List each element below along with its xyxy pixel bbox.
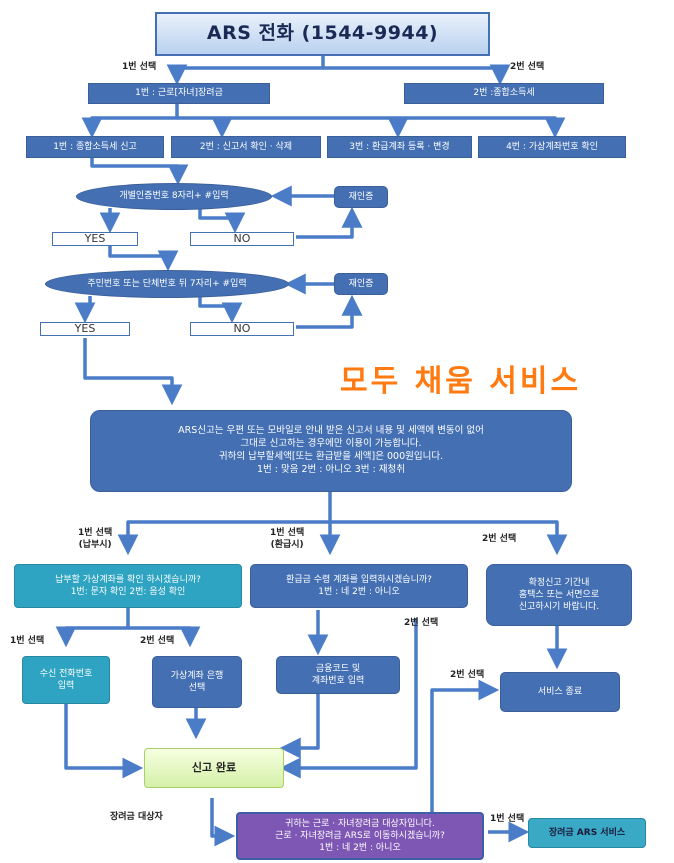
arrow-title-to-menu2 [323, 64, 511, 86]
incentive-move-box: 귀하는 근로 · 자녀장려금 대상자입니다. 근로 · 자녀장려금 ARS로 이… [236, 812, 484, 860]
sub4-box: 4번 : 가상계좌번호 확인 [478, 136, 626, 158]
label-select1-pay: 1번 선택 (납부시) [78, 528, 113, 550]
no1-box: NO [190, 232, 294, 246]
arrow-yes2-to-info [83, 338, 183, 406]
reauth1-box: 재인증 [334, 186, 388, 208]
label-select1-incentive: 1번 선택 [490, 814, 525, 824]
ars-title: ARS 전화 (1544-9944) [155, 12, 490, 56]
arrow-beneficiary-to-move [210, 798, 236, 847]
auth2-ellipse: 주민번호 또는 단체번호 뒤 7자리+ #입력 [45, 270, 289, 298]
arrow-menu1-to-sub3 [222, 116, 409, 139]
arrow-auth2-to-no2 [198, 296, 243, 324]
yes2-box: YES [40, 322, 130, 336]
menu2-box: 2번 :종합소득세 [404, 83, 604, 104]
arrow-refund2-to-done [279, 618, 418, 779]
label-select2-end: 2번 선택 [450, 670, 485, 680]
no2-box: NO [190, 322, 294, 336]
label-select2-refund: 2번 선택 [404, 618, 439, 628]
report-complete-box: 신고 완료 [144, 748, 284, 788]
label-beneficiary: 장려금 대상자 [110, 812, 163, 822]
bank-select-box: 가상계좌 은행 선택 [152, 656, 242, 708]
phone-input-box: 수신 전화번호 입력 [22, 656, 110, 704]
arrow-no1-to-reauth1 [296, 206, 363, 239]
arrow-no2-to-reauth2 [296, 294, 363, 329]
reauth2-box: 재인증 [334, 273, 388, 295]
sub2-box: 2번 : 신고서 확인 · 삭제 [171, 136, 321, 158]
arrow-code-to-done [279, 694, 320, 759]
arrow-auth2-to-yes2 [74, 296, 96, 324]
label-select1-top: 1번 선택 [122, 62, 157, 72]
arrow-sub1-to-auth1 [90, 158, 189, 186]
refund-account-question: 환급금 수령 계좌를 입력하시겠습니까? 1번 : 네 2번 : 아니오 [250, 564, 468, 608]
arrow-auth1-to-no1 [198, 208, 246, 234]
label-select2-top: 2번 선택 [510, 62, 545, 72]
account-code-box: 금융코드 및 계좌번호 입력 [276, 656, 400, 694]
arrow-yes1-to-auth2 [108, 246, 179, 272]
arrow-virtual-to-bank [128, 626, 201, 648]
sub3-box: 3번 : 환급계좌 등록 · 변경 [327, 136, 472, 158]
label-select2-confirm: 2번 선택 [482, 534, 517, 544]
info-box: ARS신고는 우편 또는 모바일로 안내 받은 신고서 내용 및 세액에 변동이… [90, 410, 572, 492]
label-select1-phone: 1번 선택 [10, 636, 45, 646]
service-title: 모두 채움 서비스 [340, 364, 582, 399]
arrow-phone-to-done [64, 704, 144, 779]
virtual-account-question: 납부할 가상계좌를 확인 하시겠습니까? 1번: 문자 확인 2번: 음성 확인 [14, 564, 242, 608]
yes1-box: YES [52, 232, 138, 246]
arrow-title-to-menu1 [166, 56, 325, 86]
auth1-ellipse: 개별인증번호 8자리+ #입력 [76, 183, 272, 210]
confirm-box: 확정신고 기간내 홈택스 또는 서면으로 신고하시기 바랍니다. [486, 564, 632, 626]
arrow-move-to-end [430, 679, 500, 812]
arrow-menu1-to-sub1 [81, 104, 179, 139]
arrow-info-branch [117, 492, 332, 556]
incentive-ars-box: 장려금 ARS 서비스 [528, 818, 646, 848]
sub1-box: 1번 : 종합소득세 신고 [26, 136, 164, 158]
menu1-box: 1번 : 근로[자녀]장려금 [88, 83, 270, 104]
arrow-info-to-confirm [330, 520, 568, 556]
arrow-virtual-to-phone [55, 608, 130, 648]
label-select1-refund: 1번 선택 (환급시) [270, 528, 305, 550]
arrow-menu1-to-sub2 [177, 116, 233, 139]
label-select2-bank: 2번 선택 [140, 636, 175, 646]
arrow-menu1-to-sub4 [398, 116, 566, 139]
service-end-box: 서비스 종료 [500, 672, 620, 712]
